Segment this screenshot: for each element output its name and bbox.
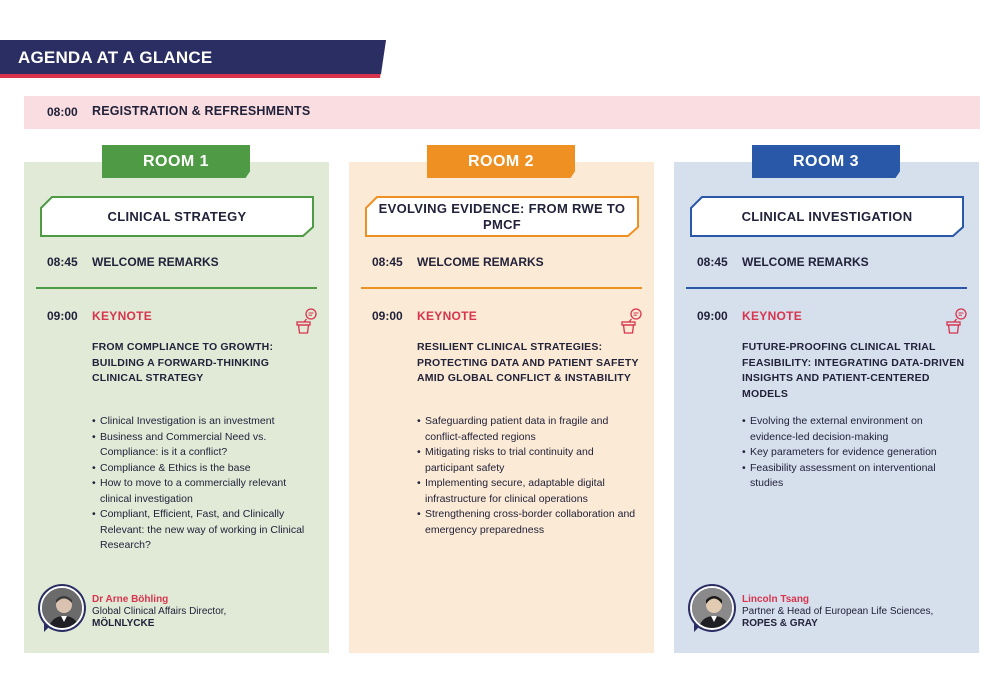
page-title: AGENDA AT A GLANCE [18,48,213,67]
talk-bullets: Safeguarding patient data in fragile and… [417,414,642,538]
keynote-row: 09:00 KEYNOTE [47,309,152,323]
speaker-org: ROPES & GRAY [742,618,818,629]
track-title: CLINICAL STRATEGY [107,208,247,224]
section-divider [361,287,642,289]
speaker-name: Lincoln Tsang [742,594,810,605]
keynote-time: 09:00 [372,309,403,323]
talk-title: FROM COMPLIANCE TO GROWTH: BUILDING A FO… [92,341,274,384]
avatar-tail [694,622,704,632]
list-item: Feasibility assessment on interventional… [742,461,967,492]
list-item: Clinical Investigation is an investment [92,414,317,430]
talk-title: RESILIENT CLINICAL STRATEGIES: PROTECTIN… [417,341,639,384]
list-item: Implementing secure, adaptable digital i… [417,476,642,507]
speaker-org: MÖLNLYCKE [92,618,155,629]
welcome-time: 08:45 [372,255,403,269]
list-item: Safeguarding patient data in fragile and… [417,414,642,445]
podium-speech-icon [296,308,317,334]
room-2-tab: ROOM 2 [427,145,575,178]
agenda-banner: AGENDA AT A GLANCE [0,40,386,78]
avatar [40,586,84,630]
welcome-label: WELCOME REMARKS [92,255,219,269]
list-item: Business and Commercial Need vs. Complia… [92,430,317,461]
talk-title: FUTURE-PROOFING CLINICAL TRIAL FEASIBILI… [742,341,965,400]
welcome-row: 08:45 WELCOME REMARKS [697,255,869,269]
podium-speech-icon [621,308,642,334]
welcome-label: WELCOME REMARKS [417,255,544,269]
banner-background [0,40,386,74]
list-item: Evolving the external environment on evi… [742,414,967,445]
talk-bullets: Clinical Investigation is an investment … [92,414,317,554]
room-3-column: ROOM 3 CLINICAL INVESTIGATION 08:45 WELCO… [674,145,979,653]
talk-bullets: Evolving the external environment on evi… [742,414,967,492]
welcome-row: 08:45 WELCOME REMARKS [47,255,219,269]
list-item: Strengthening cross-border collaboration… [417,507,642,538]
speaker-name: Dr Arne Böhling [92,594,169,605]
speaker-card: Lincoln Tsang Partner & Head of European… [690,586,970,636]
room-2-column: ROOM 2 EVOLVING EVIDENCE: FROM RWE TO PM… [349,145,654,653]
speaker-card: Dr Arne Böhling Global Clinical Affairs … [40,586,320,636]
person-icon [42,588,82,628]
podium-speech-icon [946,308,967,334]
keynote-time: 09:00 [697,309,728,323]
registration-time: 08:00 [47,105,78,119]
keynote-label: KEYNOTE [92,309,153,323]
welcome-label: WELCOME REMARKS [742,255,869,269]
registration-row: 08:00 REGISTRATION & REFRESHMENTS [24,96,980,129]
avatar-tail [44,622,54,632]
section-divider [686,287,967,289]
room-1-column: ROOM 1 CLINICAL STRATEGY 08:45 WELCOME RE… [24,145,329,653]
welcome-time: 08:45 [47,255,78,269]
keynote-label: KEYNOTE [417,309,478,323]
track-title: EVOLVING EVIDENCE: FROM RWE TO PMCF [378,200,626,232]
section-divider [36,287,317,289]
list-item: Mitigating risks to trial continuity and… [417,445,642,476]
avatar [690,586,734,630]
list-item: Compliant, Efficient, Fast, and Clinical… [92,507,317,554]
keynote-time: 09:00 [47,309,78,323]
list-item: Key parameters for evidence generation [742,445,967,461]
keynote-row: 09:00 KEYNOTE [697,309,802,323]
track-title: CLINICAL INVESTIGATION [741,208,913,224]
keynote-label: KEYNOTE [742,309,803,323]
room-3-tab: ROOM 3 [752,145,900,178]
list-item: Compliance & Ethics is the base [92,461,317,477]
room-1-tab: ROOM 1 [102,145,250,178]
list-item: How to move to a commercially relevant c… [92,476,317,507]
welcome-row: 08:45 WELCOME REMARKS [372,255,544,269]
person-icon [692,588,732,628]
speaker-role: Global Clinical Affairs Director, [92,606,227,617]
welcome-time: 08:45 [697,255,728,269]
registration-label: REGISTRATION & REFRESHMENTS [92,104,311,118]
keynote-row: 09:00 KEYNOTE [372,309,477,323]
speaker-role: Partner & Head of European Life Sciences… [742,606,934,617]
